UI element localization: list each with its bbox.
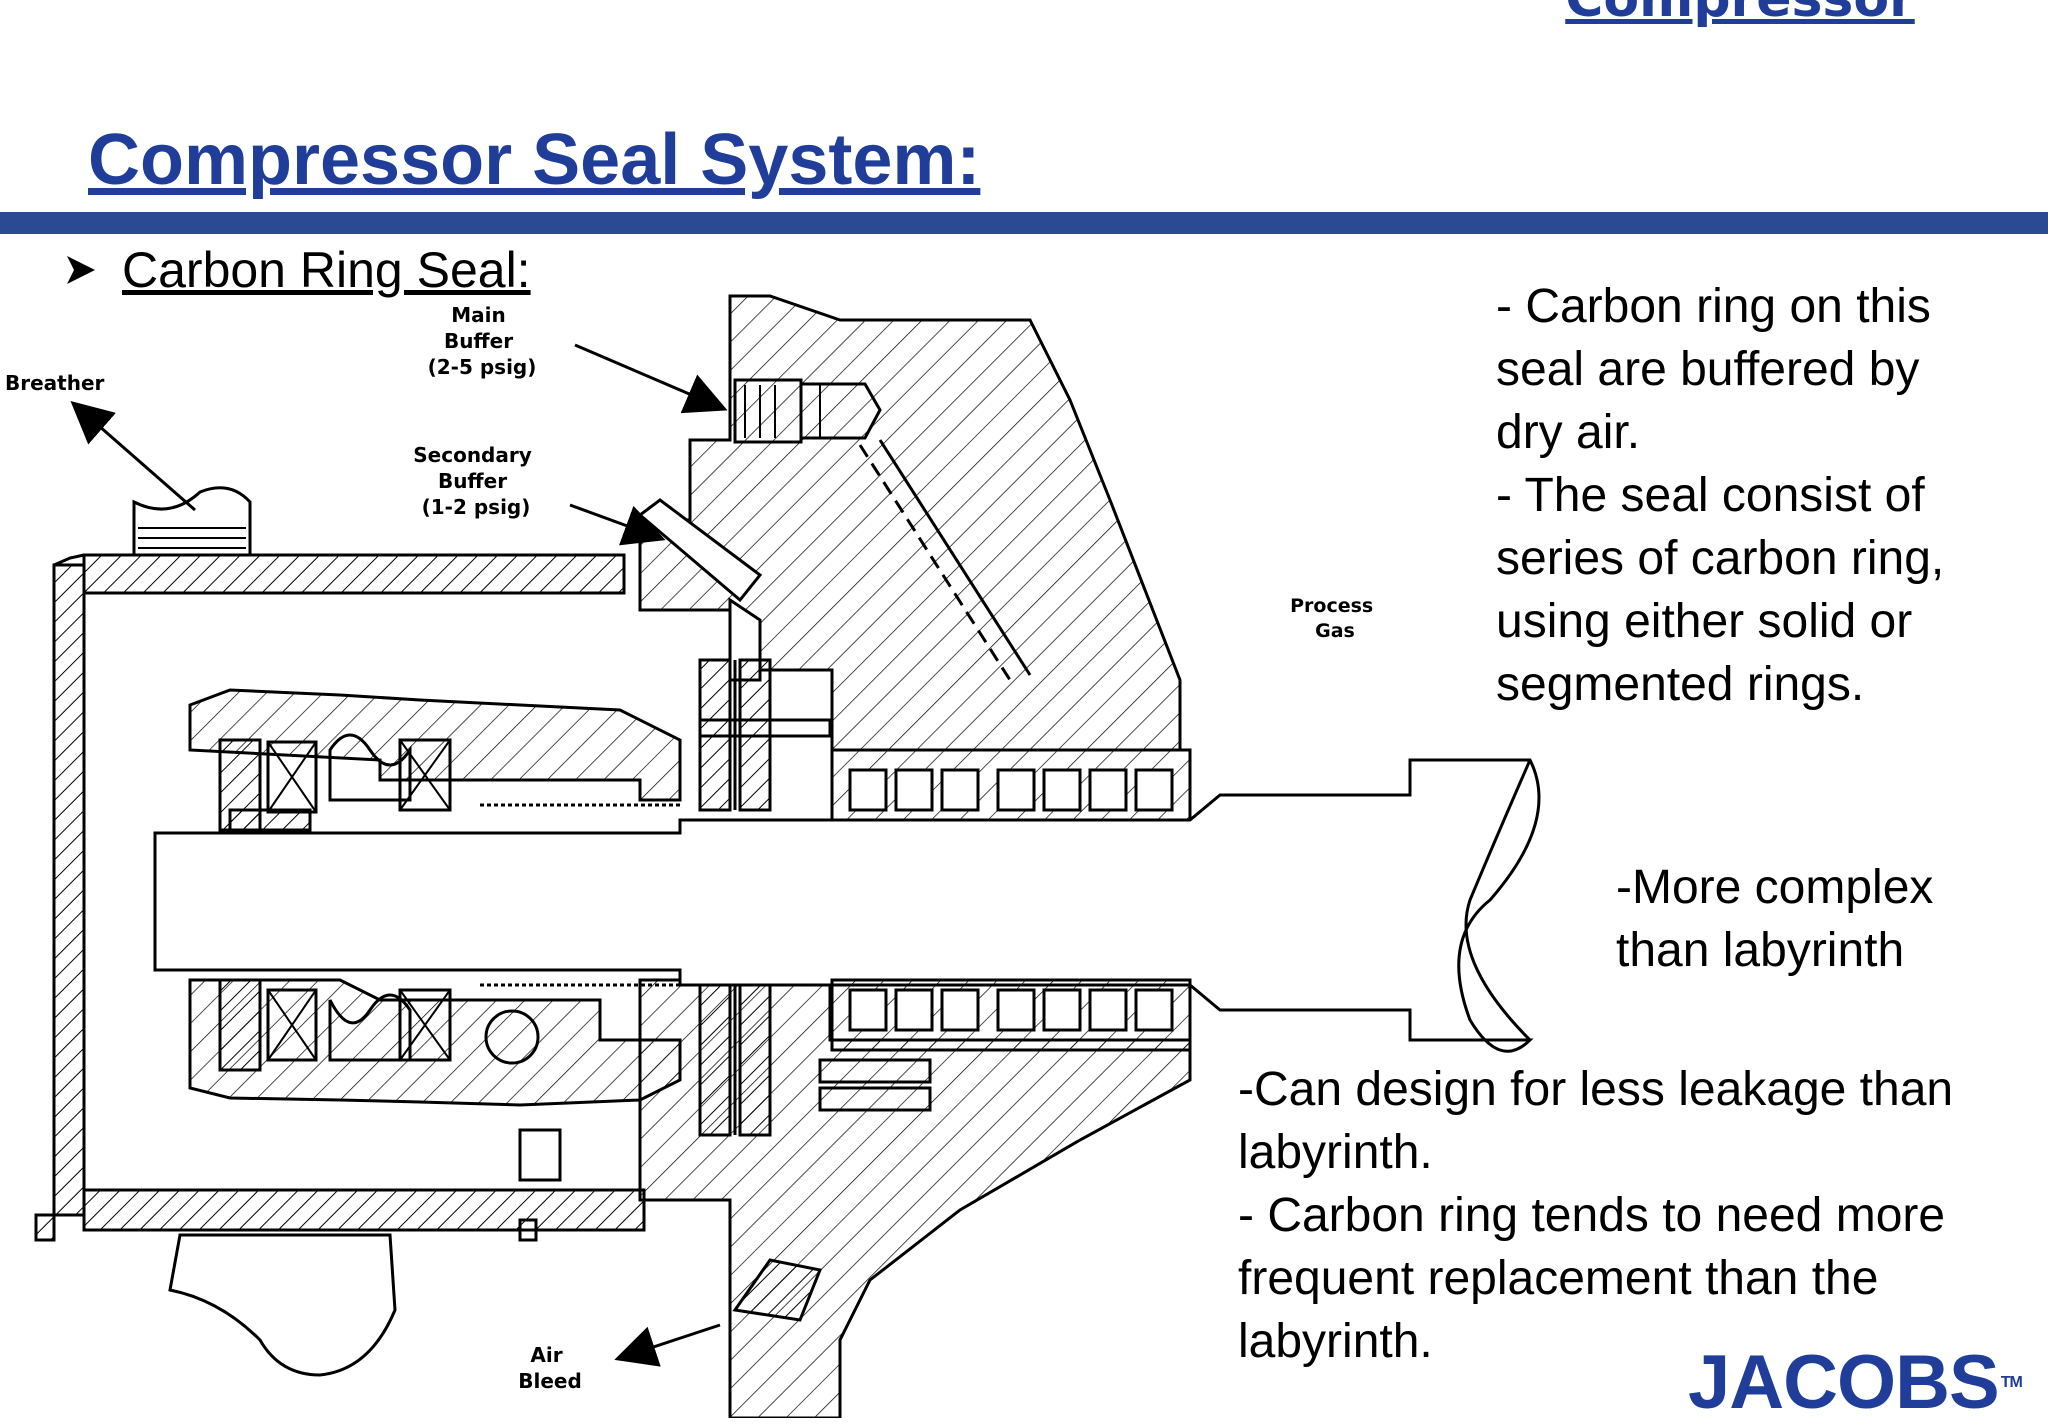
title-divider bbox=[0, 212, 2048, 234]
note-bottom: -Can design for less leakage than labyri… bbox=[1238, 1058, 1953, 1373]
trademark-mark: TM bbox=[2000, 1374, 2023, 1391]
note-line: using either solid or bbox=[1496, 595, 1913, 648]
note-line: labyrinth. bbox=[1238, 1315, 1433, 1368]
logo-text: JACOBS bbox=[1688, 1340, 2000, 1425]
note-line: series of carbon ring, bbox=[1496, 532, 1945, 585]
label-process-gas: Process Gas bbox=[1290, 595, 1380, 642]
label-main-buffer: Main Buffer (2-5 psig) bbox=[428, 303, 537, 379]
note-line: labyrinth. bbox=[1238, 1126, 1433, 1179]
note-line: - Carbon ring on this bbox=[1496, 280, 1931, 333]
note-top: - Carbon ring on this seal are buffered … bbox=[1496, 275, 1944, 716]
carbon-ring-seal-diagram: Breather Main Buffer (2-5 psig) Secondar… bbox=[5, 294, 1541, 1418]
note-line: - The seal consist of bbox=[1496, 469, 1925, 522]
corner-title: Compressor bbox=[1560, 0, 1920, 28]
page-title: Compressor Seal System: bbox=[88, 120, 981, 200]
note-line: -More complex bbox=[1616, 861, 1934, 914]
note-line: -Can design for less leakage than bbox=[1238, 1063, 1954, 1116]
note-line: seal are buffered by bbox=[1496, 343, 1920, 396]
label-air-bleed: Air Bleed bbox=[518, 1343, 582, 1393]
note-middle: -More complex than labyrinth bbox=[1616, 856, 1933, 982]
note-line: - Carbon ring tends to need more bbox=[1238, 1189, 1946, 1242]
note-line: frequent replacement than the bbox=[1238, 1252, 1879, 1305]
note-line: than labyrinth bbox=[1616, 924, 1905, 977]
bullet-heading: Carbon Ring Seal: bbox=[64, 240, 531, 300]
note-line: segmented rings. bbox=[1496, 658, 1865, 711]
bullet-heading-text: Carbon Ring Seal: bbox=[122, 242, 531, 298]
label-breather: Breather bbox=[5, 371, 105, 395]
label-secondary-buffer: Secondary Buffer (1-2 psig) bbox=[413, 443, 538, 519]
arrowhead-bullet-icon bbox=[64, 240, 122, 300]
note-line: dry air. bbox=[1496, 406, 1641, 459]
